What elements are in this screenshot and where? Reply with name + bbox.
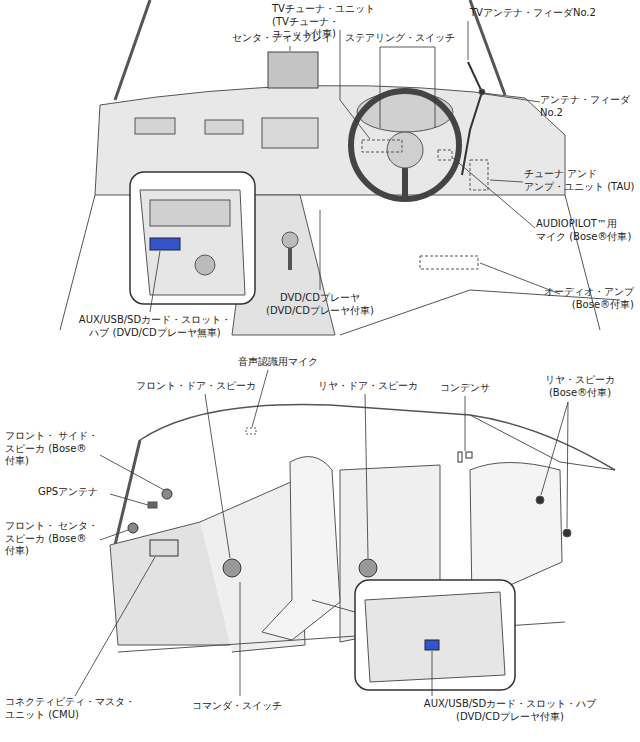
part-label: コンデンサ [440, 382, 510, 395]
leader-lines-top [150, 21, 560, 312]
part-label: ステアリング・スイッチ [345, 32, 475, 45]
part-label: チューナ アンド アンプ・ユニット (TAU) [524, 168, 636, 193]
part-label: 音声認識用マイク [238, 356, 348, 369]
part-label: コマンダ・スイッチ [192, 700, 302, 713]
part-label: フロント・ドア・スピーカ [136, 380, 276, 393]
part-label: オーディオ・アンプ (Bose®付車) [540, 286, 634, 311]
part-label: GPSアンテナ [38, 486, 110, 499]
interior-illustration [110, 404, 615, 690]
part-label: コネクティビティ・マスタ・ ユニット (CMU) [5, 696, 155, 721]
dashboard-illustration [60, 0, 620, 335]
part-label: AUDIOPILOT™用 マイク (Bose®付車) [536, 218, 636, 243]
leader-lines-bottom [75, 370, 568, 696]
part-label: フロント・ サイド・スピーカ (Bose®付車) [5, 430, 101, 468]
part-label: リヤ・スピーカ (Bose®付車) [530, 374, 630, 399]
part-label: フロント・ センタ・スピーカ (Bose®付車) [5, 520, 101, 558]
part-label: リヤ・ドア・スピーカ [318, 380, 438, 393]
part-label: センタ・ディスプレイ [232, 32, 342, 45]
part-label: アンテナ・フィーダ No.2 [540, 94, 636, 119]
part-label: DVD/CDプレーヤ (DVD/CDプレーヤ付車) [240, 292, 400, 317]
part-label: AUX/USB/SDカード・スロット・ハブ (DVD/CDプレーヤ付車) [410, 698, 610, 723]
part-label: AUX/USB/SDカード・スロット・ハブ (DVD/CDプレーヤ無車) [70, 314, 240, 339]
part-label: TVアンテナ・フィーダNo.2 [470, 7, 630, 20]
